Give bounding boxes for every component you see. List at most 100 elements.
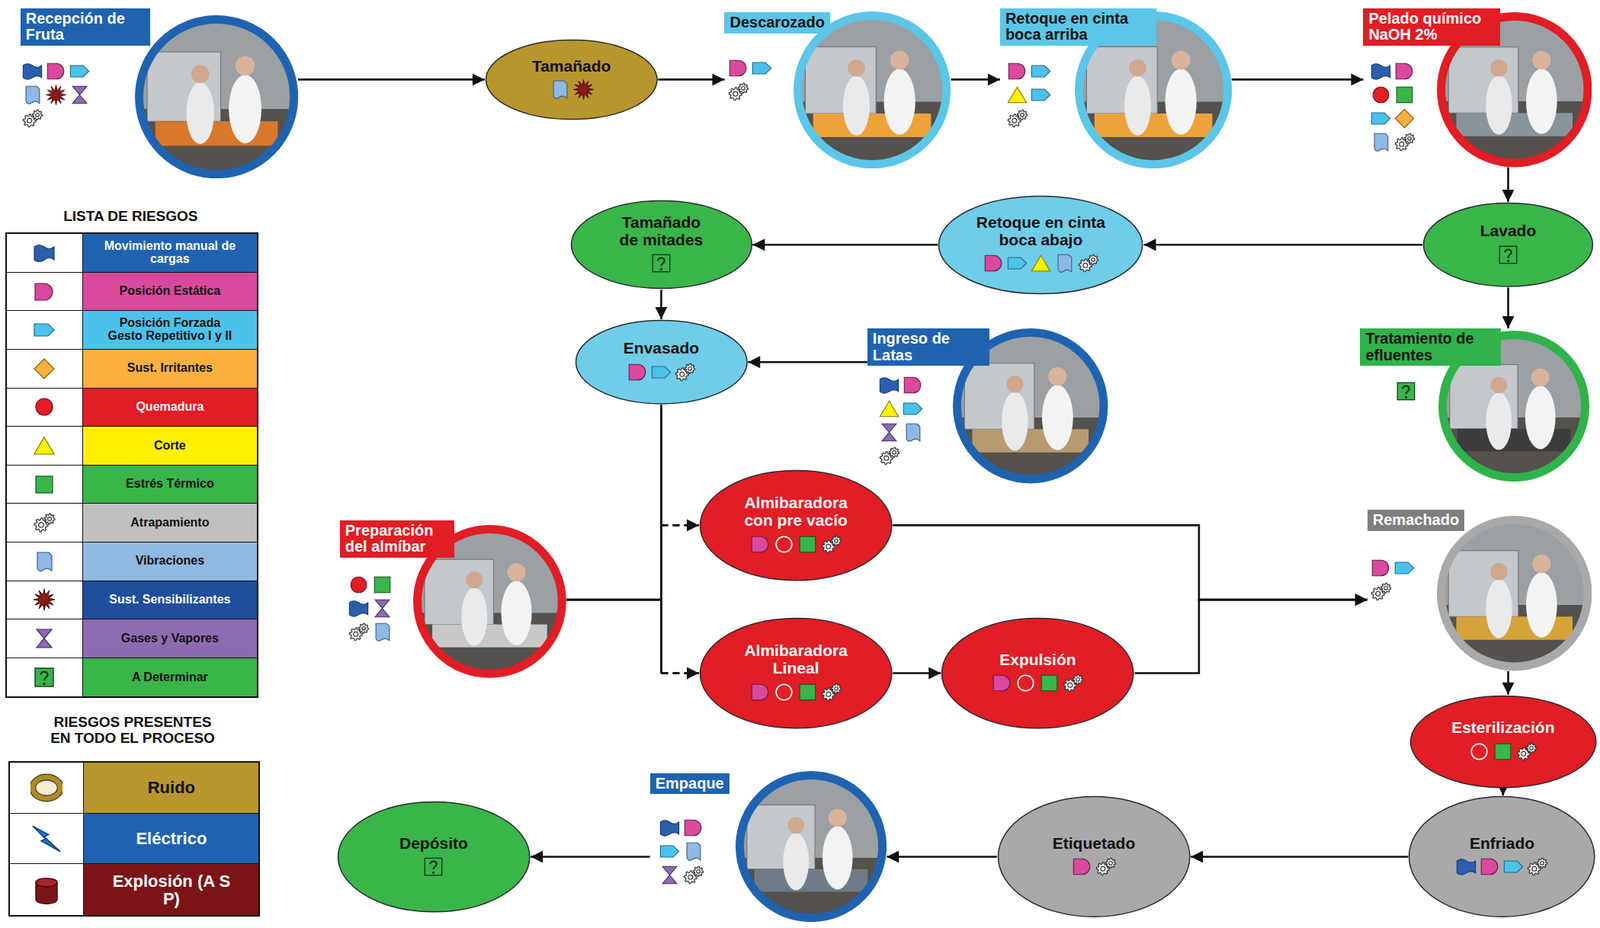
risk-icons (625, 360, 697, 385)
process-ellipse: Retoque en cinta boca abajo (937, 195, 1144, 295)
node-content: Tamañado de mitades (570, 199, 754, 290)
risk-icon-at (1528, 859, 1548, 876)
connector-line (892, 525, 1367, 600)
step-tab: Preparación del almíbar (339, 520, 455, 558)
process-ellipse: Depósito (336, 801, 531, 914)
legend-symbol (32, 318, 56, 342)
flow-connector (566, 599, 699, 674)
connector-line (566, 599, 662, 674)
process-photo-circle: Descarozado (724, 11, 951, 169)
step-tab: Ingreso de Latas (867, 328, 990, 366)
risk-icon-v (553, 81, 568, 100)
legend-symbol (32, 627, 56, 651)
risk-icons (657, 816, 706, 888)
risk-icon-pf (70, 65, 89, 77)
step-label: Depósito (399, 835, 469, 853)
legend-row: Atrapamiento (6, 503, 257, 543)
legend-swatch: Eléctrico (83, 814, 259, 865)
legend-swatch: Estrés Térmico (83, 465, 257, 504)
risk-icon-pe (47, 63, 64, 80)
connector-line (747, 361, 868, 364)
node-content: Depósito (336, 801, 531, 914)
flow-connector (660, 289, 662, 320)
legend-swatch: Vibraciones (83, 542, 257, 581)
legend-icon-cell (6, 542, 84, 581)
legend-symbol (32, 511, 56, 535)
legend-row: Corte (6, 426, 257, 466)
risk-icon-pf (651, 366, 671, 379)
risk-icon-v (906, 423, 921, 442)
risk-icon-et (1042, 676, 1059, 693)
legend-swatch: A Determinar (83, 658, 257, 698)
legend-text: Sust. Sensibilizantes (109, 593, 231, 607)
legend-text: Quemadura (135, 400, 204, 414)
risk-icon-at (728, 83, 748, 100)
process-photo-circle: Pelado químico NaOH 2% (1362, 8, 1592, 168)
legend-symbol (30, 874, 63, 907)
flow-connector (1135, 599, 1368, 674)
risk-icon-gv (72, 86, 87, 103)
risk-icons (877, 373, 925, 469)
connector-dashed (660, 524, 699, 527)
ellipse-outline (1423, 203, 1594, 287)
node-content: Etiquetado (997, 795, 1191, 919)
connector-line (657, 78, 725, 81)
connector-line (530, 856, 651, 859)
legend-icon-cell (9, 763, 85, 814)
process-photo-circle: Recepción de Fruta (20, 8, 299, 180)
risk-icons (20, 59, 92, 131)
risk-icon-at (684, 866, 704, 884)
step-photo (735, 771, 887, 923)
legend-symbol (32, 434, 56, 458)
legend-icon-cell (6, 619, 84, 658)
process-ellipse: Etiquetado (997, 795, 1191, 919)
legend-row: Explosión (A S P) (9, 864, 260, 916)
legend-text: Posición Forzada Gesto Repetitivo I y II (101, 317, 239, 344)
connector-line (1135, 599, 1368, 674)
risk-icon-pe (984, 256, 1001, 273)
legend-icon-cell (6, 503, 84, 542)
ellipse-outline (1409, 797, 1595, 918)
legend-text: Vibraciones (135, 554, 205, 568)
risk-icon-q (775, 684, 792, 701)
connector-dashed (660, 672, 699, 675)
flow-connector (1502, 788, 1504, 796)
legend-symbol (32, 473, 56, 497)
connector-dashed (660, 672, 699, 675)
legend-row: Gases y Vapores (6, 619, 257, 659)
risk-icon-q (1018, 676, 1035, 693)
risk-icons (1496, 243, 1520, 267)
risk-icon-pe (1008, 63, 1025, 80)
risk-icon-at (1096, 859, 1116, 876)
step-label: Recepción de Fruta (25, 10, 145, 44)
step-label: Almibaradora con pre vacío (734, 494, 858, 530)
flow-connector (886, 856, 998, 858)
risk-icon-pf (752, 62, 771, 74)
legend-text: Atrapamiento (130, 516, 209, 530)
ellipse-shape (1422, 202, 1594, 288)
legend-symbol (32, 550, 56, 574)
flow-connector (1231, 79, 1364, 81)
risk-icon-pe (1396, 63, 1413, 80)
legend-icon-cell (6, 272, 84, 312)
risk-icon-pf (1395, 562, 1415, 574)
legend-symbol (32, 395, 56, 419)
legend-swatch: Ruido (83, 763, 259, 814)
risk-icon-q (775, 536, 792, 553)
step-label: Ingreso de Latas (872, 330, 985, 364)
risk-icon-pf (1031, 65, 1050, 77)
risk-icon-c (1031, 256, 1050, 273)
legend-symbol (32, 588, 56, 612)
risk-icon-et (1495, 743, 1512, 760)
risk-icon-ad (1499, 246, 1517, 263)
risk-icon-at (1078, 255, 1098, 273)
legend-row: Quemadura (6, 388, 257, 428)
legend-row: Posición Estática (6, 272, 257, 312)
legend-row: Sust. Sensibilizantes (6, 581, 257, 621)
risk-icon-si (1395, 109, 1415, 128)
risk-icon-ss (573, 80, 594, 100)
risk-icon-pe (729, 60, 746, 77)
legend-row: Ruido (9, 763, 260, 815)
connector-line (886, 856, 998, 859)
legend-icon-cell (6, 581, 84, 620)
